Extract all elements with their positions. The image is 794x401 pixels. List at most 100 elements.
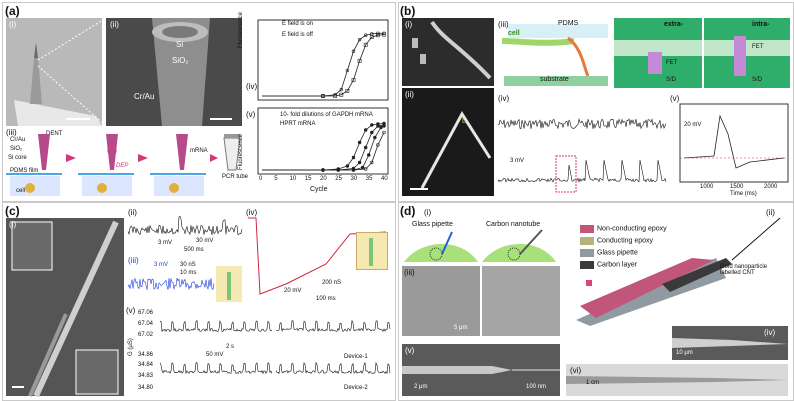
c-iii-scale-n: 30 nS [180,262,196,268]
c-iv-scale-t: 100 ms [316,296,336,302]
diag-sio2: SiO₂ [10,146,23,152]
b-v-tick-1: 1500 [730,184,744,190]
c-iv-scale-v: 20 mV [284,288,302,294]
c-ii-scale-v: 3 mV [158,240,173,246]
a-xtick-8: 40 [381,176,388,182]
a-xtick-7: 35 [365,176,373,182]
sub-a-iv: (iv) [246,82,258,91]
point-3-4 [351,168,356,172]
fet-probe-drawing [412,20,492,80]
scalebar-a-ii [210,118,232,120]
point-0-4 [345,164,350,168]
panel-b-label: (b) [400,4,416,18]
plot-frame [257,19,389,101]
diag-crau: Cr/Au [10,137,26,143]
legend-label-1: Conducting epoxy [597,237,654,245]
trace-line [497,118,667,130]
legend-swatch-0 [580,224,594,233]
legend-label-0: Non-conducting epoxy [597,225,667,233]
intra-cell [704,40,790,56]
trace-line [127,277,215,291]
scalebar-c-i [12,386,24,388]
a-xtick-6: 30 [350,176,358,182]
kinked-nanowire [420,111,492,189]
point-1-4 [321,94,325,98]
sub-c-iii: (iii) [128,256,139,265]
point-1-5 [333,94,338,98]
d-iv-scale: 10 μm [676,350,693,356]
c-ii-inset-v: 30 mV [196,238,214,244]
sub-d-ii: (ii) [766,208,775,217]
micrograph-d-iii-left [402,266,480,336]
c-iv-inset-tube [369,238,373,266]
sub-d-iv: (iv) [764,328,776,337]
diag-dep: DEP [116,163,129,169]
trace-c-ii [127,215,243,236]
scalebar-a-i [66,118,90,120]
point-3-7 [376,143,380,147]
sub-d-iii: (iii) [404,268,415,277]
point-0-6 [339,87,344,92]
point-0-7 [345,68,350,73]
b-v-tick-2: 2000 [764,184,778,190]
panel-c-label: (c) [5,204,20,218]
label-crau: Cr/Au [134,92,155,101]
intra-fet [734,36,746,76]
legend-item-3: Carbon layer [580,256,637,269]
epoxy-electrode-drawing [576,217,781,326]
trace-b-iv-top [497,118,667,130]
d-v-tip [402,366,560,374]
c-iii-scale-t: 10 ms [180,270,197,276]
sub-b-v: (v) [670,94,680,103]
sem-image-b-i [402,18,494,86]
trace-line [248,217,387,295]
sub-b-iii: (iii) [498,20,509,29]
point-1-7 [345,88,350,93]
c-v-device2: Device-2 [344,385,368,391]
scalebar-b-ii [410,188,428,190]
c-v-scale-t: 2 s [226,344,235,350]
chart-a-iv [257,19,389,101]
point-0-6 [357,140,362,145]
sub-d-i: (i) [424,208,432,217]
a-v-xlabel: Cycle [310,186,328,193]
chart-a-v [257,107,389,175]
point-0-7 [363,128,368,132]
extra-cell [614,40,702,56]
diag-sicore: Si core [8,155,27,161]
nanotube-drawing [11,220,119,398]
point-3-8 [382,130,386,135]
point-1-7 [370,130,374,135]
c-v-ytick-5: 34.83 [138,373,154,379]
gold-label: Gold nanoparticle labelled CNT [720,264,768,276]
point-1-6 [363,145,368,150]
point-0-9 [357,37,362,42]
series-line-0 [262,32,384,97]
legend-swatch-2 [580,248,594,257]
a-xtick-4: 20 [320,176,327,182]
sub-a-i: (i) [9,20,17,29]
series-line-1 [262,34,385,97]
b-iv-scale: 3 mV [510,158,525,164]
diag-mrna: mRNA [190,148,208,154]
trace-line [497,159,667,183]
legend-item-1: Conducting epoxy [580,232,654,245]
legend-hprt: HPRT mRNA [280,121,316,127]
point-2-7 [373,135,377,140]
c-v-device1: Device-1 [344,354,368,360]
point-3-2 [321,168,325,172]
b-v-scale: 20 mV [684,122,702,128]
trace-b-iv-bottom [497,155,667,193]
diag-pcr: PCR tube [222,174,249,180]
label-L: L [462,118,466,125]
label-intra: intra- [752,21,770,28]
label-substrate: substrate [540,76,569,83]
plot-frame [257,107,389,175]
label-fet-extra: FET [666,60,678,66]
sub-c-i: (i) [9,220,17,229]
legend-item-2: Glass pipette [580,244,638,257]
point-1-12 [376,33,380,38]
sub-c-iv: (iv) [246,208,258,217]
